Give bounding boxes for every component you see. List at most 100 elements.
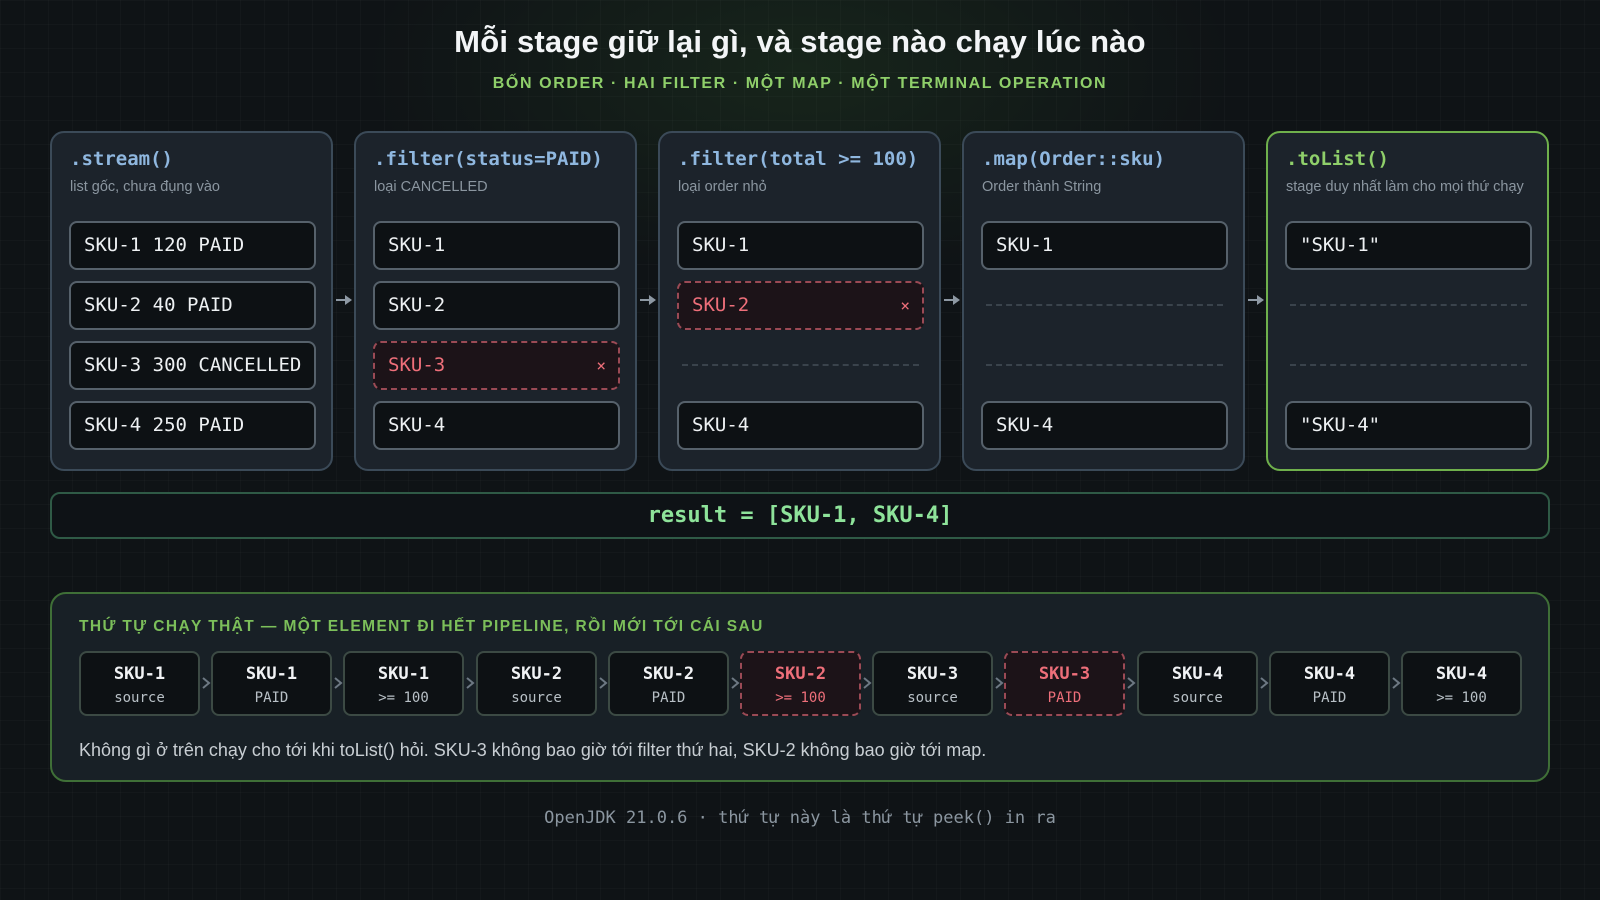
step-stage: source: [511, 690, 562, 706]
step-sku: SKU-4: [1171, 664, 1224, 684]
step-chevron-icon: [994, 676, 1004, 690]
flow-arrow-icon: [944, 293, 960, 307]
step-sku: SKU-3: [1038, 664, 1091, 684]
step-stage: >= 100: [775, 690, 826, 706]
diagram-title: Mỗi stage giữ lại gì, và stage nào chạy …: [454, 24, 1146, 59]
stage-title: .stream(): [70, 148, 173, 170]
item-label: SKU-2 40 PAID: [84, 294, 233, 316]
step-stage: PAID: [1047, 690, 1082, 706]
stream-item: SKU-4: [677, 401, 924, 450]
stream-item: SKU-4: [373, 401, 620, 450]
step-stage: PAID: [254, 690, 289, 706]
step-stage: source: [907, 690, 958, 706]
step-chevron-icon: [333, 676, 343, 690]
stream-item: "SKU-1": [1285, 221, 1532, 270]
step-stage: source: [114, 690, 165, 706]
step-sku: SKU-2: [774, 664, 827, 684]
stream-item: SKU-1 120 PAID: [69, 221, 316, 270]
item-label: SKU-1 120 PAID: [84, 234, 245, 256]
execution-step: SKU-4 source: [1137, 651, 1258, 716]
step-stage: PAID: [1312, 690, 1347, 706]
execution-order-title: THỨ TỰ CHẠY THẬT — MỘT ELEMENT ĐI HẾT PI…: [79, 618, 764, 635]
step-sku: SKU-1: [245, 664, 298, 684]
execution-step: SKU-3 source: [872, 651, 993, 716]
dropped-x-icon: ×: [596, 356, 606, 375]
item-label: "SKU-1": [1300, 234, 1381, 256]
empty-slot: [1290, 364, 1527, 366]
item-label: SKU-4 250 PAID: [84, 414, 245, 436]
item-label: SKU-1: [692, 234, 750, 256]
stage-title: .map(Order::sku): [982, 148, 1166, 170]
step-chevron-icon: [1259, 676, 1269, 690]
empty-slot: [986, 304, 1223, 306]
item-label: "SKU-4": [1300, 414, 1381, 436]
item-label: SKU-4: [996, 414, 1054, 436]
step-chevron-icon: [730, 676, 740, 690]
stage-description: Order thành String: [982, 179, 1102, 195]
item-label: SKU-2: [692, 294, 750, 316]
step-sku: SKU-1: [113, 664, 166, 684]
dropped-item: SKU-3 ×: [373, 341, 620, 390]
flow-arrow-icon: [336, 293, 352, 307]
stage-description: loại CANCELLED: [374, 179, 488, 195]
execution-step: SKU-1 source: [79, 651, 200, 716]
execution-step-dropped: SKU-2 >= 100: [740, 651, 861, 716]
item-label: SKU-3 300 CANCELLED: [84, 354, 302, 376]
stage-description: list gốc, chưa đụng vào: [70, 179, 220, 195]
step-stage: >= 100: [378, 690, 429, 706]
empty-slot: [1290, 304, 1527, 306]
step-chevron-icon: [1391, 676, 1401, 690]
execution-step: SKU-4 >= 100: [1401, 651, 1522, 716]
item-label: SKU-2: [388, 294, 446, 316]
item-label: SKU-3: [388, 354, 446, 376]
execution-order-panel: THỨ TỰ CHẠY THẬT — MỘT ELEMENT ĐI HẾT PI…: [50, 592, 1550, 782]
step-sku: SKU-2: [510, 664, 563, 684]
stream-item: "SKU-4": [1285, 401, 1532, 450]
step-sku: SKU-2: [642, 664, 695, 684]
step-chevron-icon: [1126, 676, 1136, 690]
flow-arrow-icon: [1248, 293, 1264, 307]
stage-title: .filter(status=PAID): [374, 148, 603, 170]
step-chevron-icon: [465, 676, 475, 690]
stream-item: SKU-1: [373, 221, 620, 270]
empty-slot: [986, 364, 1223, 366]
step-stage: PAID: [651, 690, 686, 706]
stage-card-5: .toList() stage duy nhất làm cho mọi thứ …: [1266, 131, 1549, 471]
step-chevron-icon: [862, 676, 872, 690]
dropped-x-icon: ×: [900, 296, 910, 315]
step-sku: SKU-1: [377, 664, 430, 684]
step-stage: >= 100: [1436, 690, 1487, 706]
diagram-subtitle: BỐN ORDER · HAI FILTER · MỘT MAP · MỘT T…: [492, 75, 1108, 92]
step-sku: SKU-4: [1303, 664, 1356, 684]
stage-description: loại order nhỏ: [678, 179, 767, 195]
step-stage: source: [1172, 690, 1223, 706]
empty-slot: [682, 364, 919, 366]
stream-item: SKU-3 300 CANCELLED: [69, 341, 316, 390]
step-sku: SKU-4: [1435, 664, 1488, 684]
stage-title: .toList(): [1286, 148, 1389, 170]
stage-title: .filter(total >= 100): [678, 148, 919, 170]
execution-step: SKU-1 >= 100: [343, 651, 464, 716]
execution-order-note: Không gì ở trên chạy cho tới khi toList(…: [79, 740, 987, 760]
item-label: SKU-4: [388, 414, 446, 436]
flow-arrow-icon: [640, 293, 656, 307]
stream-item: SKU-4: [981, 401, 1228, 450]
stream-item: SKU-1: [677, 221, 924, 270]
stage-description: stage duy nhất làm cho mọi thứ chạy: [1286, 179, 1524, 195]
stream-item: SKU-4 250 PAID: [69, 401, 316, 450]
footer-note: OpenJDK 21.0.6 · thứ tự này là thứ tự pe…: [544, 808, 1056, 828]
item-label: SKU-1: [388, 234, 446, 256]
stream-item: SKU-2 40 PAID: [69, 281, 316, 330]
execution-step: SKU-2 source: [476, 651, 597, 716]
step-sku: SKU-3: [906, 664, 959, 684]
dropped-item: SKU-2 ×: [677, 281, 924, 330]
stream-item: SKU-2: [373, 281, 620, 330]
